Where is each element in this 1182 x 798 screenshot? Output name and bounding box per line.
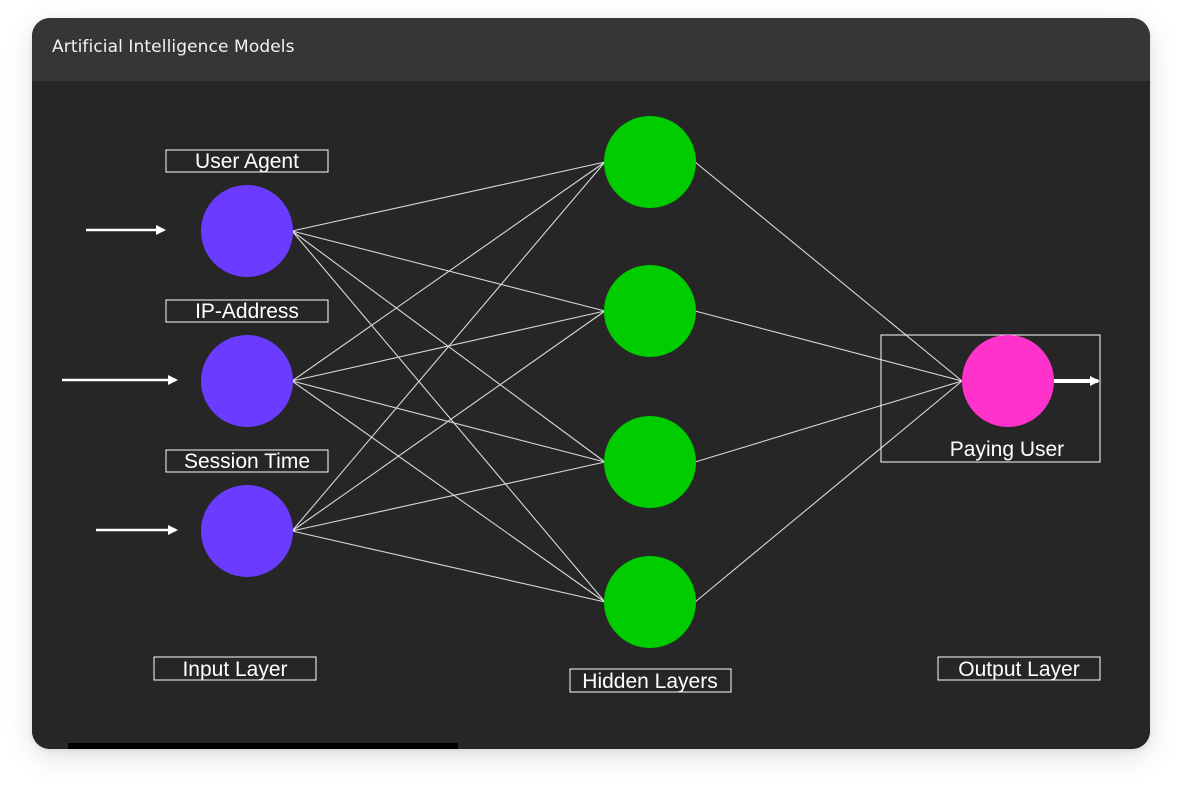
- hidden-node: [604, 116, 696, 208]
- input-label-ip-address: IP-Address: [165, 299, 329, 323]
- hidden-layers-label: Hidden Layers: [569, 668, 732, 693]
- input-node: [201, 485, 293, 577]
- output-layer-label-text: Output Layer: [958, 658, 1079, 681]
- hidden-layer-nodes: [604, 116, 696, 648]
- edge-input-hidden: [291, 161, 606, 382]
- input-node: [201, 335, 293, 427]
- edge-input-hidden: [291, 380, 606, 603]
- edge-input-hidden: [291, 161, 606, 532]
- edge-input-hidden: [291, 310, 606, 532]
- input-label-text: User Agent: [195, 150, 299, 173]
- edge-input-hidden: [291, 530, 606, 603]
- output-layer-label: Output Layer: [937, 656, 1101, 681]
- edge-hidden-output: [694, 310, 963, 382]
- hidden-layers-label-text: Hidden Layers: [582, 670, 717, 693]
- edge-input-hidden: [291, 230, 606, 603]
- input-layer-label-text: Input Layer: [182, 658, 287, 681]
- connection-edges: [291, 161, 963, 603]
- input-label-session-time: Session Time: [165, 449, 329, 473]
- bottom-scroll-bar: [68, 743, 458, 749]
- input-label-text: Session Time: [184, 450, 310, 473]
- window-title: Artificial Intelligence Models: [52, 37, 295, 57]
- edge-hidden-output: [694, 161, 963, 382]
- edge-hidden-output: [694, 380, 963, 463]
- neural-network-diagram: User Agent IP-Address Session Time Payin…: [62, 116, 1101, 693]
- input-arrows: [62, 225, 178, 535]
- output-node-label: Paying User: [950, 438, 1064, 461]
- input-label-user-agent: User Agent: [165, 149, 329, 173]
- hidden-node: [604, 556, 696, 648]
- edge-input-hidden: [291, 161, 606, 232]
- input-layer-label: Input Layer: [153, 656, 317, 681]
- app-window: Artificial Intelligence Models Use: [32, 18, 1150, 749]
- output-node: [962, 335, 1054, 427]
- diagram-canvas: User Agent IP-Address Session Time Payin…: [32, 81, 1150, 749]
- input-layer-nodes: [201, 185, 293, 577]
- title-bar: Artificial Intelligence Models: [32, 18, 1150, 81]
- input-node: [201, 185, 293, 277]
- hidden-node: [604, 416, 696, 508]
- edge-hidden-output: [694, 380, 963, 603]
- edge-input-hidden: [291, 461, 606, 532]
- input-label-text: IP-Address: [195, 300, 299, 323]
- output-node-frame: [880, 334, 1101, 463]
- hidden-node: [604, 265, 696, 357]
